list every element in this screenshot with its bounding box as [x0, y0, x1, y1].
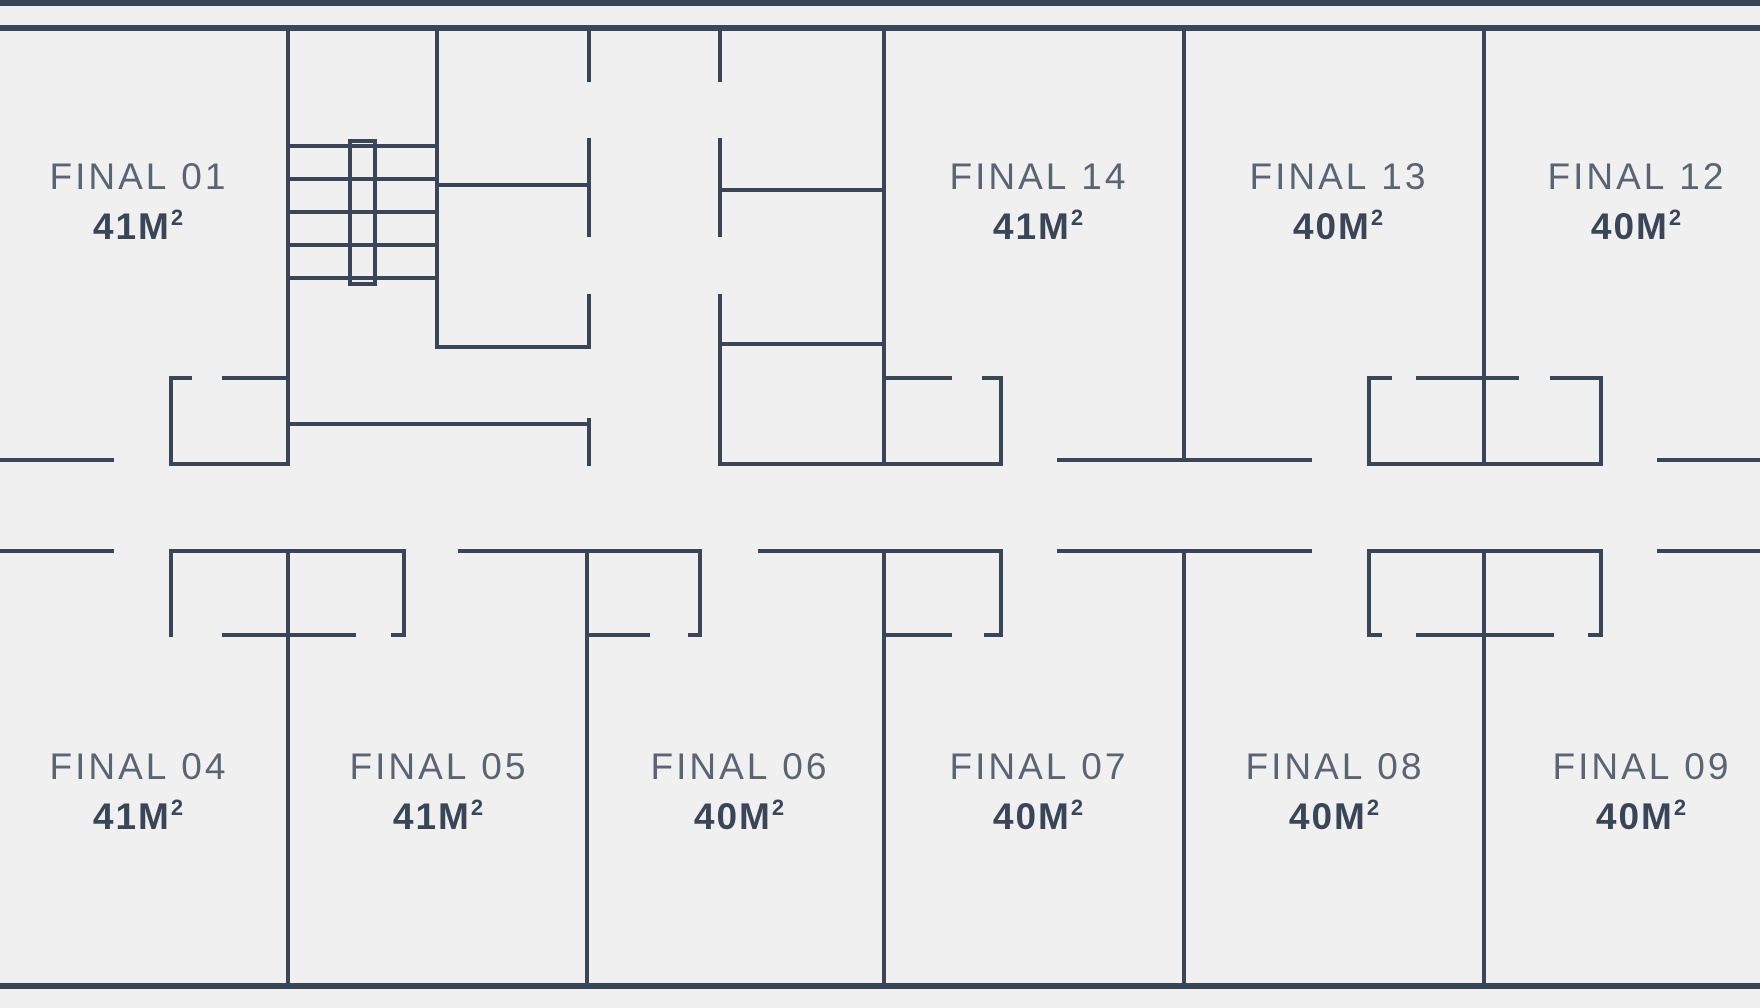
- room-name: FINAL 07: [949, 746, 1129, 787]
- room-area: 40M2: [693, 795, 787, 837]
- room-area: 41M2: [392, 795, 486, 837]
- room-final-08: FINAL 08 40M2: [1205, 748, 1465, 835]
- room-final-14: FINAL 14 41M2: [909, 158, 1169, 245]
- room-area: 40M2: [1292, 205, 1386, 247]
- room-final-01: FINAL 01 41M2: [9, 158, 269, 245]
- room-final-13: FINAL 13 40M2: [1209, 158, 1469, 245]
- room-name: FINAL 04: [49, 746, 229, 787]
- room-name: FINAL 12: [1547, 156, 1727, 197]
- room-name: FINAL 09: [1552, 746, 1732, 787]
- top-row-walls: [286, 26, 1486, 466]
- room-area: 41M2: [92, 795, 186, 837]
- stair: [286, 139, 439, 286]
- room-area: 40M2: [1288, 795, 1382, 837]
- room-name: FINAL 06: [650, 746, 830, 787]
- room-area: 41M2: [92, 205, 186, 247]
- bottom-row-walls: [286, 549, 1486, 988]
- room-final-04: FINAL 04 41M2: [9, 748, 269, 835]
- corridor-walls: [0, 458, 1760, 553]
- room-name: FINAL 14: [949, 156, 1129, 197]
- room-name: FINAL 08: [1245, 746, 1425, 787]
- room-final-07: FINAL 07 40M2: [909, 748, 1169, 835]
- room-final-12: FINAL 12 40M2: [1507, 158, 1760, 245]
- room-area: 40M2: [1595, 795, 1689, 837]
- room-name: FINAL 05: [349, 746, 529, 787]
- room-final-06: FINAL 06 40M2: [610, 748, 870, 835]
- room-final-09: FINAL 09 40M2: [1512, 748, 1760, 835]
- room-final-05: FINAL 05 41M2: [309, 748, 569, 835]
- room-name: FINAL 13: [1249, 156, 1429, 197]
- top-row-doors: [169, 376, 1603, 466]
- room-area: 41M2: [992, 205, 1086, 247]
- room-area: 40M2: [1590, 205, 1684, 247]
- room-area: 40M2: [992, 795, 1086, 837]
- room-name: FINAL 01: [49, 156, 229, 197]
